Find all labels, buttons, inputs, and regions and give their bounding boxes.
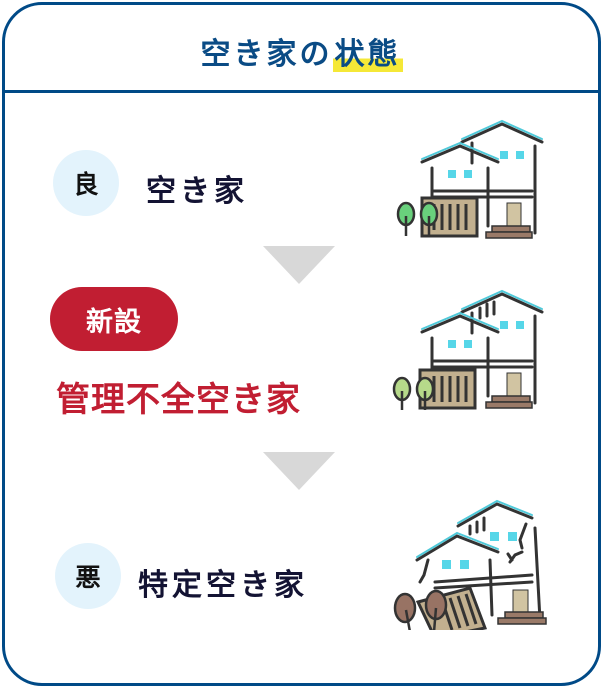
state-label-neglected-vacant-house: 管理不全空き家 (56, 380, 301, 420)
arrow-down-icon (263, 246, 335, 284)
house-ruined-icon (393, 499, 547, 630)
state-label-vacant-house: 空き家 (146, 174, 248, 209)
card-header: 空き家の状態 (5, 5, 598, 93)
page-title: 空き家の状態 (5, 29, 598, 73)
title-text: 空き家の (200, 37, 333, 72)
arrow-down-icon (263, 452, 335, 490)
grade-badge-good: 良 (53, 150, 119, 216)
house-neglected-icon (392, 289, 544, 410)
title-highlight: 状態 (332, 37, 403, 72)
new-tag-badge: 新設 (50, 287, 178, 351)
grade-badge-bad: 悪 (55, 543, 121, 609)
state-label-specified-vacant-house: 特定空き家 (138, 568, 308, 603)
house-good-icon (396, 119, 544, 239)
